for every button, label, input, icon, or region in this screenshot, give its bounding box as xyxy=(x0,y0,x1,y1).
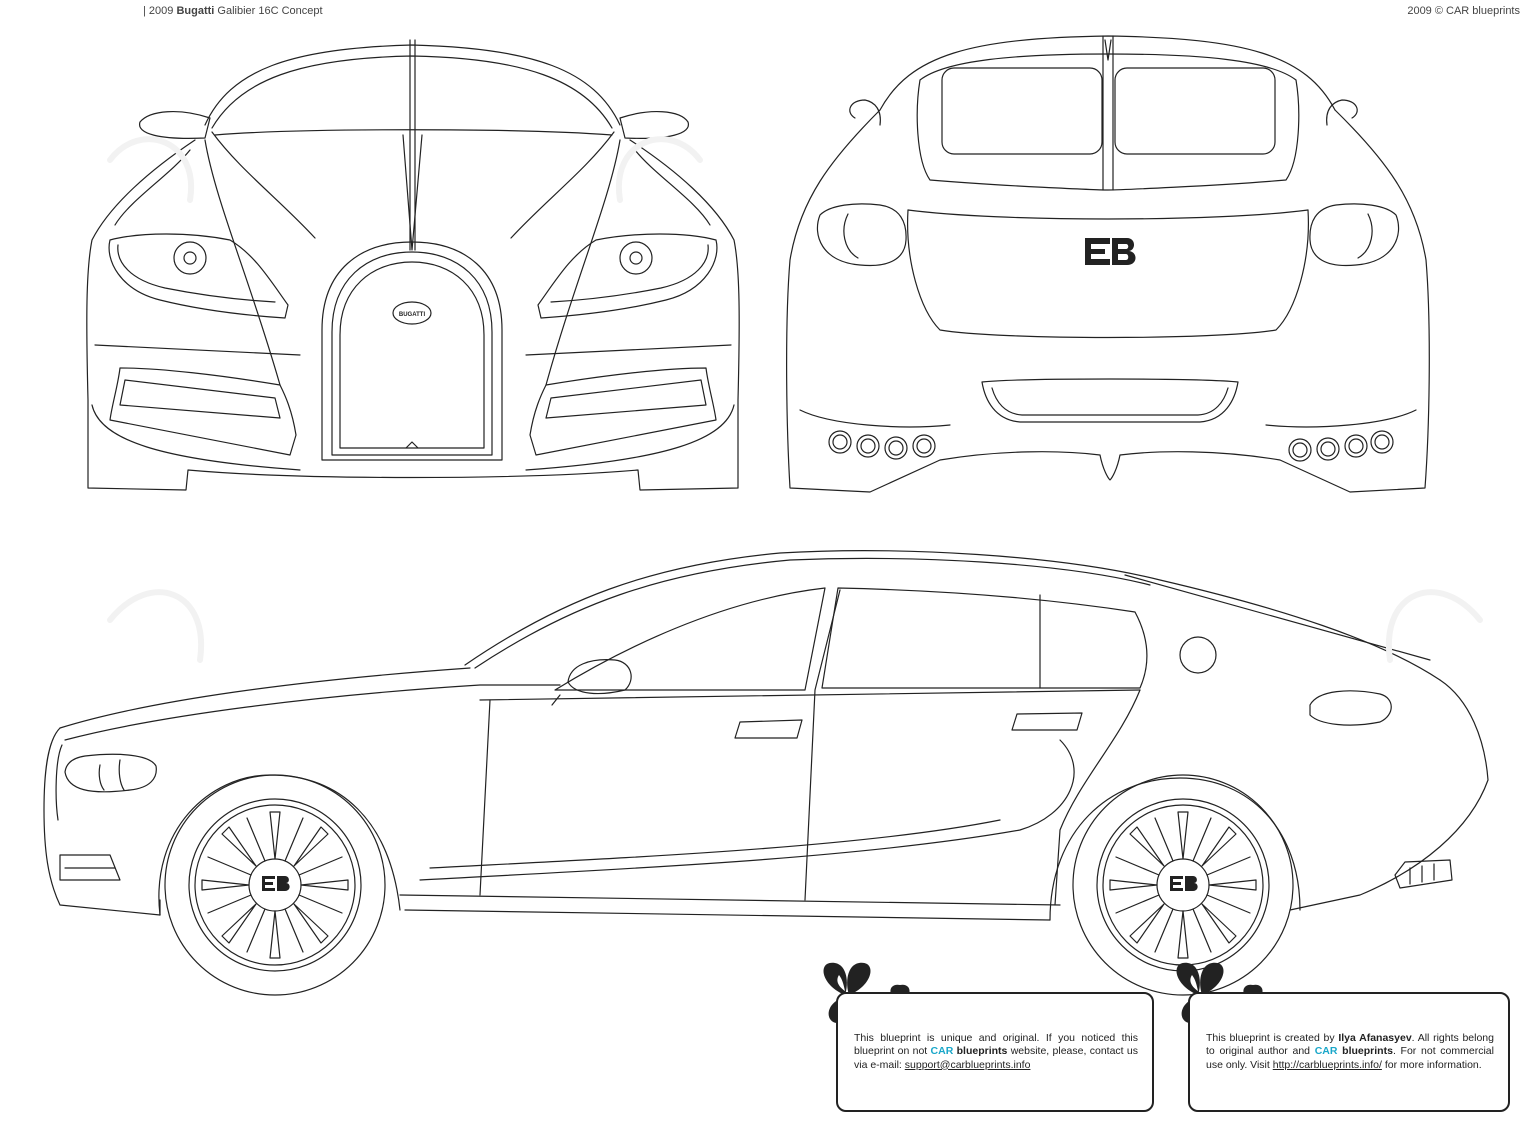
brand-blueprints: blueprints xyxy=(956,1045,1008,1058)
header-model: Galibier 16C Concept xyxy=(217,5,323,17)
author-text: This blueprint is created by Ilya Afanas… xyxy=(1206,1032,1494,1071)
website-link[interactable]: http://carblueprints.info/ xyxy=(1272,1058,1382,1071)
brand-blueprints: blueprints xyxy=(1342,1045,1393,1058)
author-name: Ilya Afanasyev xyxy=(1338,1032,1412,1044)
support-email-link[interactable]: support@carblueprints.info xyxy=(904,1058,1031,1071)
notice-box-unique: This blueprint is unique and original. I… xyxy=(836,992,1154,1112)
notice-box-author: This blueprint is created by Ilya Afanas… xyxy=(1188,992,1510,1112)
rear-view xyxy=(786,35,1430,493)
header-copyright: 2009 © CAR blueprints xyxy=(1407,5,1520,17)
bugatti-eb-logo-icon xyxy=(1085,238,1136,265)
front-view xyxy=(86,39,740,491)
header-year: | 2009 xyxy=(143,5,174,17)
front-wheel xyxy=(164,774,386,996)
side-view xyxy=(43,550,1489,921)
wheel-logo-icon xyxy=(262,876,1198,891)
watermark-ornament-icon xyxy=(107,136,1483,663)
brand-car: CAR xyxy=(1314,1045,1338,1058)
grille-badge-text: BUGATTI xyxy=(399,312,426,318)
header-brand: Bugatti xyxy=(176,5,215,17)
notice-text: This blueprint is unique and original. I… xyxy=(854,1032,1138,1071)
brand-car: CAR xyxy=(930,1045,954,1058)
header-title: | 2009 Bugatti Galibier 16C Concept xyxy=(143,5,323,17)
